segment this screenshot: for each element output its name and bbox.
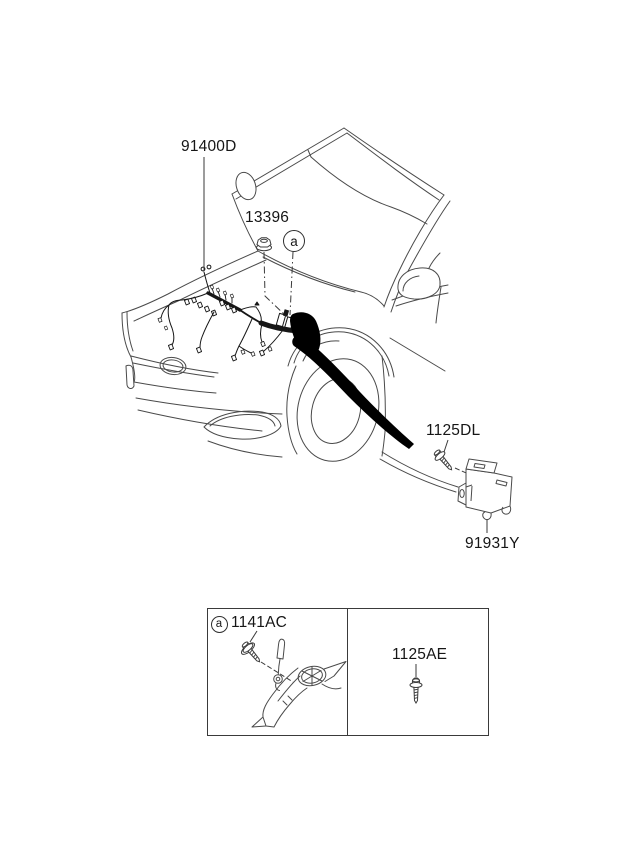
callout-marker-a-letter: a [290, 233, 298, 249]
mount-bracket-1141ac-drawing [251, 638, 347, 728]
leader-1141ac-label [249, 630, 258, 643]
leader-1125dl-label [443, 439, 449, 453]
leader-marker-a [289, 251, 294, 316]
harness-swoosh [292, 334, 414, 449]
part-label-bracket-bolt: 1125DL [426, 422, 481, 439]
detail-box-marker-a: a [210, 615, 228, 633]
wiring-harness-drawing [157, 264, 414, 449]
bolt-1125ae-icon [409, 677, 423, 704]
car-body-drawing [121, 127, 459, 493]
leader-13396 [263, 251, 287, 317]
part-label-harness: 91400D [181, 138, 237, 155]
callout-marker-a: a [283, 230, 305, 252]
bolt-1125dl-icon [430, 446, 457, 475]
part-label-bracket: 91931Y [465, 535, 520, 552]
part-label-box-bolt: 1125AE [392, 646, 448, 663]
detail-box [206, 608, 489, 736]
detail-box-divider [347, 609, 348, 735]
bracket-91931y-drawing [457, 458, 513, 521]
leader-lines [203, 157, 488, 683]
bolt-1141ac-icon [238, 638, 265, 667]
flange-nut-icon [256, 237, 272, 252]
detail-box-marker-a-letter: a [215, 618, 223, 630]
part-label-nut: 13396 [245, 209, 290, 226]
leader-1141ac-bolt [260, 661, 294, 683]
part-label-box-part-bolt: 1141AC [231, 614, 288, 631]
